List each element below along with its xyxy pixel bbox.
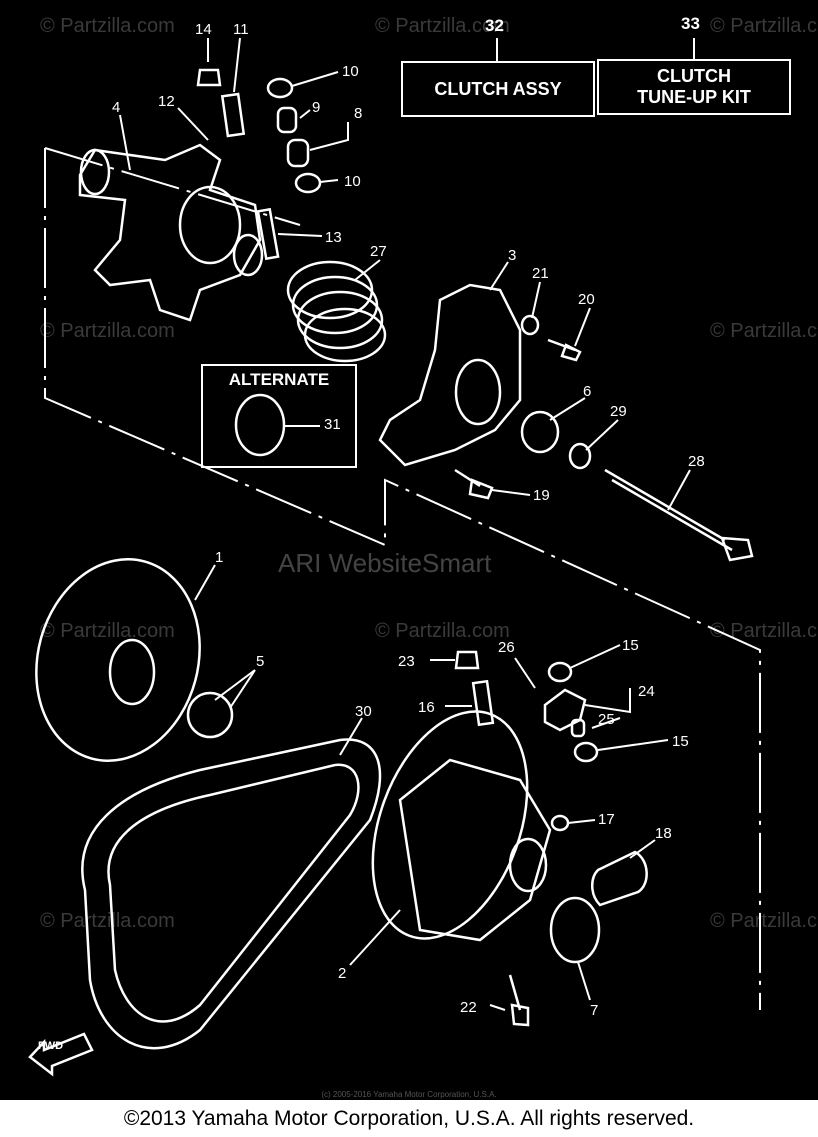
clutch-assy-box: CLUTCH ASSY (401, 61, 595, 117)
callout-2: 2 (338, 965, 346, 982)
parts-diagram: 1 2 3 4 5 6 7 8 9 10 10 11 12 13 14 15 1… (35, 21, 761, 1050)
roller-parts (266, 77, 322, 194)
watermark: © Partzilla.com (710, 15, 818, 37)
callout-20: 20 (578, 291, 595, 308)
callout-15b: 15 (672, 733, 689, 750)
callout-14: 14 (195, 21, 212, 38)
callout-22: 22 (460, 999, 477, 1016)
fixed-sheave (35, 558, 201, 762)
callout-7: 7 (590, 1002, 598, 1019)
watermark: © Partzilla.com (375, 620, 510, 642)
alternate-label: ALTERNATE (228, 370, 330, 389)
drive-belt (81, 738, 382, 1050)
callout-5: 5 (256, 653, 264, 670)
callout-1: 1 (215, 549, 223, 566)
callout-18: 18 (655, 825, 672, 842)
callout-30: 30 (355, 703, 372, 720)
callout-10b: 10 (344, 173, 361, 190)
pin-16 (471, 679, 495, 727)
spider-assembly (78, 68, 280, 322)
callout-31: 31 (324, 416, 341, 433)
callout-27: 27 (370, 243, 387, 260)
callout-16: 16 (418, 699, 435, 716)
clutch-assy-label: CLUTCH ASSY (434, 78, 562, 99)
copyright-footer: ©2013 Yamaha Motor Corporation, U.S.A. A… (0, 1100, 818, 1137)
watermark: © Partzilla.com (40, 910, 175, 932)
diagram-canvas: © Partzilla.com © Partzilla.com © Partzi… (0, 0, 818, 1100)
tune-up-kit-line2: TUNE-UP KIT (637, 87, 751, 107)
watermark: © Partzilla.com (710, 910, 818, 932)
long-bolt (604, 468, 754, 562)
clutch-cover (378, 283, 522, 467)
callout-32: 32 (485, 16, 504, 35)
callout-21: 21 (532, 265, 549, 282)
tune-up-kit-line1: CLUTCH (657, 66, 731, 87)
callout-4: 4 (112, 99, 120, 116)
weight-24 (543, 688, 587, 732)
frame-line (44, 147, 761, 1010)
watermark: © Partzilla.com (40, 320, 175, 342)
callout-23: 23 (398, 653, 415, 670)
fwd-label: FWD (38, 1040, 64, 1052)
callout-25: 25 (598, 711, 615, 728)
secondary-sheave (371, 710, 552, 942)
plug-23 (454, 650, 480, 670)
callout-8: 8 (354, 105, 362, 122)
watermark: © Partzilla.com (710, 620, 818, 642)
watermark-center: ARI WebsiteSmart (278, 548, 492, 578)
bushing (520, 410, 560, 454)
bolt-20 (547, 338, 582, 362)
leader-lines (119, 37, 691, 1011)
callout-3: 3 (508, 247, 516, 264)
bushing-25 (570, 718, 586, 738)
callout-29: 29 (610, 403, 627, 420)
nut (520, 314, 540, 336)
callout-24: 24 (638, 683, 655, 700)
callout-17: 17 (598, 811, 615, 828)
bolt-22 (508, 974, 530, 1027)
callout-19: 19 (533, 487, 550, 504)
callout-26: 26 (498, 639, 515, 656)
callout-13: 13 (325, 229, 342, 246)
sleeve-18 (591, 850, 648, 907)
sheave-collar (186, 691, 234, 739)
callout-10a: 10 (342, 63, 359, 80)
bolt-19 (454, 468, 494, 500)
callout-28: 28 (688, 453, 705, 470)
watermark: © Partzilla.com (375, 15, 510, 37)
fwd-arrow-icon (28, 1032, 94, 1077)
callout-6: 6 (583, 383, 591, 400)
watermark: © Partzilla.com (40, 620, 175, 642)
tune-up-kit-box: CLUTCH TUNE-UP KIT (597, 59, 791, 115)
alternate-box: ALTERNATE (201, 364, 357, 468)
callout-9: 9 (312, 99, 320, 116)
callout-33: 33 (681, 14, 700, 33)
roller-15a (547, 661, 573, 683)
small-copyright: (c) 2005-2016 Yamaha Motor Corporation, … (321, 1090, 497, 1099)
roller-15b (573, 741, 599, 763)
callout-11: 11 (233, 21, 249, 38)
callout-12: 12 (158, 93, 175, 110)
watermark: © Partzilla.com (710, 320, 818, 342)
spring (286, 260, 387, 363)
bearing-7 (549, 896, 601, 964)
washer (568, 442, 592, 470)
nut-17 (550, 814, 570, 832)
callout-15a: 15 (622, 637, 639, 654)
watermark: © Partzilla.com (40, 15, 175, 37)
